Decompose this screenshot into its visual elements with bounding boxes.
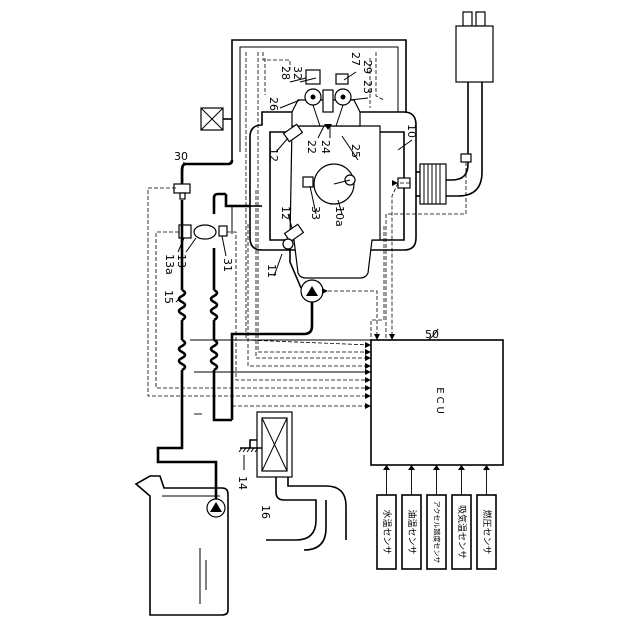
sensor-fuel-pressure: 燃圧センサ (477, 465, 496, 569)
connector-pin-2 (476, 12, 485, 26)
label-32: 32 (291, 66, 304, 80)
pressure-regulator-30 (174, 184, 190, 199)
sensor-oil-temp: 油温センサ (402, 465, 421, 569)
label-13a: 13a (163, 254, 176, 275)
label-24: 24 (319, 140, 332, 154)
sensor-intake-temp: 吸気温センサ (452, 465, 471, 569)
check-valve (283, 239, 293, 249)
sensor-water-temp: 水温センサ (377, 465, 396, 569)
return-line-to-tank (158, 370, 216, 500)
label-28: 28 (279, 66, 292, 80)
label-16: 16 (259, 505, 272, 519)
label-14: 14 (236, 476, 249, 490)
flex-hose-supply-2 (211, 340, 217, 370)
sensor-label: 水温センサ (381, 509, 393, 554)
label-15: 15 (162, 290, 175, 304)
regulator-head (174, 184, 190, 193)
label-29: 29 (361, 60, 374, 74)
label-22: 22 (305, 140, 318, 154)
sensor-label: 油温センサ (406, 509, 418, 554)
supply-line-lower (214, 370, 232, 420)
air-cleaner (456, 26, 493, 82)
supply-line-top-bend (214, 194, 226, 198)
fuel-filter-13 (179, 225, 227, 239)
fresh-air-tube-outer (288, 477, 346, 540)
intake-duct-outer (446, 82, 482, 196)
flex-hose-supply (211, 290, 217, 320)
sensor-33-body (303, 177, 313, 187)
regulator-neck (180, 193, 185, 199)
label-30: 30 (174, 150, 188, 163)
canister-vent (250, 440, 257, 448)
label-31: 31 (221, 258, 234, 272)
spark-plug (323, 90, 333, 112)
pressure-sensor-31 (219, 226, 227, 236)
sensor-label: アクセル踏度センサ (433, 501, 442, 564)
ecu-title: ECU (434, 387, 445, 417)
sensor-group: 水温センサ 油温センサ アクセル踏度センサ 吸気温センサ 燃圧センサ (377, 465, 496, 569)
label-26: 26 (267, 97, 280, 111)
actuator-28 (306, 70, 320, 84)
exhaust-cam-hub (341, 95, 346, 100)
label-23: 23 (361, 80, 374, 94)
return-line-top (182, 160, 232, 186)
label-27: 27 (349, 52, 362, 66)
canister-16 (239, 412, 346, 550)
sensor-accel-pedal: アクセル踏度センサ (427, 465, 446, 569)
filter-body (194, 225, 216, 239)
flex-hose-return (179, 290, 185, 320)
flex-hose-return-2 (179, 340, 185, 370)
sensor-label: 燃圧センサ (481, 509, 493, 554)
intake-cam-hub (311, 95, 316, 100)
air-intake (416, 12, 493, 204)
airflow-sensor (461, 154, 471, 162)
intake-duct-inner (446, 82, 468, 180)
sensor-label: 吸気温センサ (456, 505, 468, 559)
ecu-unit: ECU (371, 340, 503, 465)
label-10: 10 (405, 124, 418, 138)
pump-feed-line (232, 302, 312, 420)
fuel-tank (136, 476, 228, 615)
rail-link-corner (226, 194, 232, 206)
tank-body (136, 476, 228, 615)
label-10a: 10a (333, 206, 346, 227)
connector-pin-1 (463, 12, 472, 26)
label-12b: 12 (279, 206, 292, 220)
label-13: 13 (175, 254, 188, 268)
